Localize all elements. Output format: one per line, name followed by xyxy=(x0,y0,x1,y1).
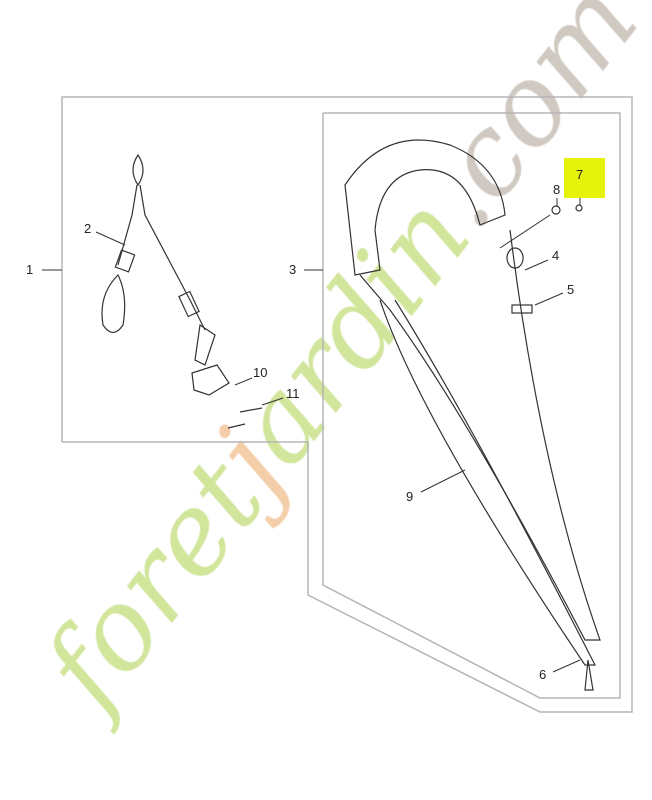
callout-1[interactable]: 1 xyxy=(26,262,34,277)
callout-5[interactable]: 5 xyxy=(567,282,575,297)
callout-3[interactable]: 3 xyxy=(289,262,297,277)
harness-drawing xyxy=(101,153,263,429)
callout-4[interactable]: 4 xyxy=(552,248,560,263)
callout-11[interactable]: 11 xyxy=(286,386,300,401)
strap-drawing xyxy=(344,139,601,691)
highlight-box xyxy=(564,158,605,198)
callout-2[interactable]: 2 xyxy=(84,221,92,236)
callout-9[interactable]: 9 xyxy=(406,489,414,504)
callout-10[interactable]: 10 xyxy=(253,365,268,380)
callout-8[interactable]: 8 xyxy=(553,182,561,197)
callout-7[interactable]: 7 xyxy=(576,167,584,182)
callout-6[interactable]: 6 xyxy=(539,667,547,682)
frame-lines xyxy=(61,96,633,713)
leader-lines xyxy=(42,190,581,673)
